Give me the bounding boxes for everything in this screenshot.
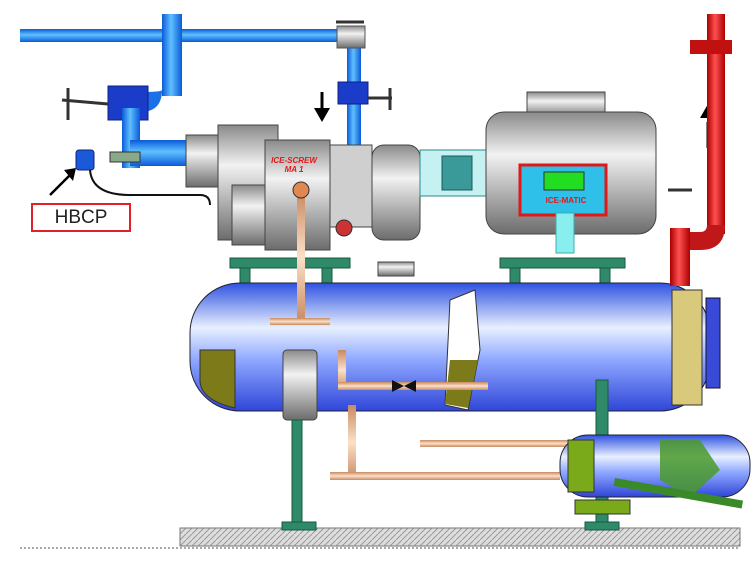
compressor-model: MA 1 (284, 165, 304, 174)
motor-brand: ICE-MATIC (545, 196, 587, 205)
compressor-brand: ICE-SCREW (271, 156, 317, 165)
screw-compressor (185, 124, 421, 277)
oil-separator-vessel (189, 282, 721, 412)
compressor-supports (229, 257, 626, 289)
oil-filter (282, 349, 318, 421)
hbcp-label: HBCP (31, 203, 131, 232)
floor-foundation (179, 527, 741, 547)
electric-motor (485, 91, 657, 254)
suction-valve-handwheel (61, 20, 392, 120)
oil-cooler (559, 434, 751, 515)
oil-level (199, 349, 236, 409)
discharge-pipe (668, 14, 732, 286)
flow-arrow-down-icon (314, 92, 330, 122)
hbcp-sensor (75, 149, 211, 206)
hbcp-pointer-arrow-icon (49, 168, 76, 196)
coupling-guard (419, 149, 487, 197)
oil-filter-piping (270, 181, 570, 480)
compressor-nameplate: ICE-SCREW MA 1 (268, 156, 320, 174)
